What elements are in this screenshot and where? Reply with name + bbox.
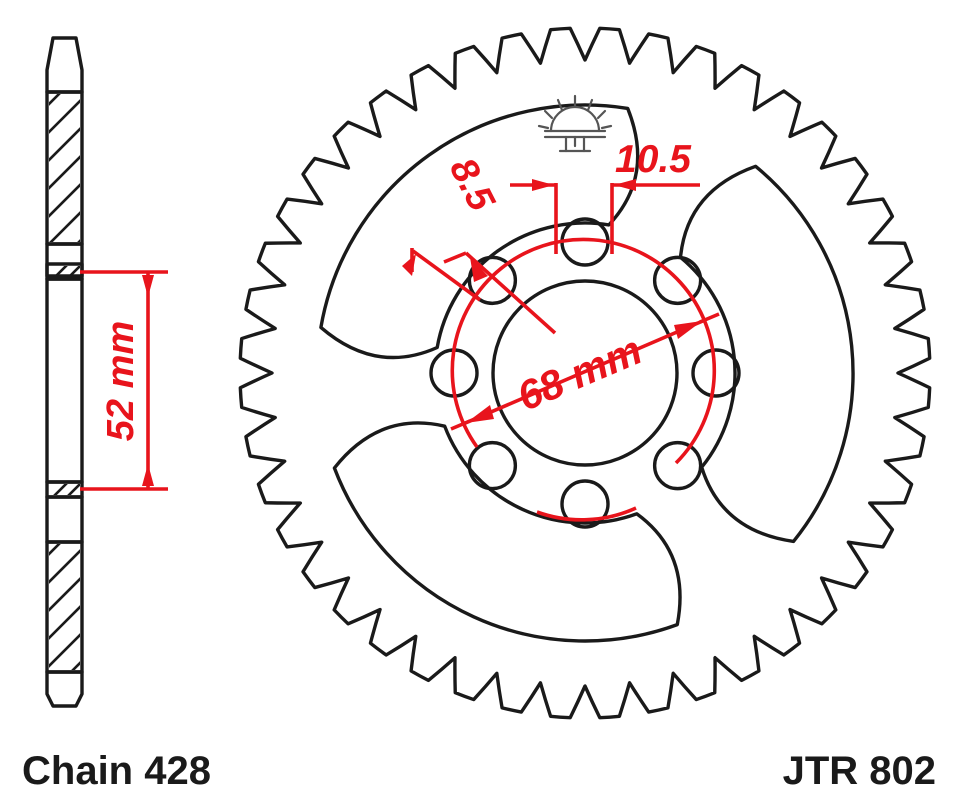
dim-stub-68-right — [699, 312, 720, 324]
center-bore — [491, 279, 679, 467]
sprocket-teeth-outline — [238, 26, 932, 720]
arrow-bottom-52 — [142, 464, 154, 486]
surface-finish-icon — [537, 94, 613, 153]
part-number-caption: JTR 802 — [783, 749, 936, 793]
bolt-hole-6 — [467, 440, 518, 491]
leader-tail-8p5 — [443, 251, 467, 264]
leader-line-8p5-b — [411, 249, 482, 302]
bolt-circle-arc — [450, 237, 717, 465]
bolt-hole-5 — [560, 479, 610, 529]
leader-line-8p5 — [464, 251, 557, 335]
bolt-holes-group — [429, 217, 741, 529]
dim-line-68 — [462, 318, 706, 426]
dim-label-52mm: 52 mm — [100, 321, 142, 441]
spoke-cutout-1 — [319, 103, 640, 360]
side-view — [45, 36, 84, 708]
dim-label-8p5: 8.5 — [441, 151, 503, 218]
front-view — [238, 26, 932, 720]
dim-label-10p5: 10.5 — [615, 138, 692, 181]
bolt-hole-4 — [652, 440, 703, 491]
bolt-hole-3 — [691, 348, 741, 398]
side-tooth-bottom — [45, 670, 84, 708]
bolt-hole-2 — [652, 255, 703, 306]
spoke-cutout-3 — [332, 421, 682, 643]
chain-caption: Chain 428 — [22, 749, 211, 793]
arrow-68-right — [674, 321, 702, 339]
arrow-10p5-left — [532, 179, 554, 191]
arrow-8p5 — [470, 257, 488, 282]
arrow-top-52 — [142, 275, 154, 297]
arrow-10p5-right — [614, 179, 636, 191]
dim-label-68mm: 68 mm — [511, 327, 649, 420]
bolt-circle-arc-bottom — [536, 506, 637, 522]
side-web-upper — [45, 242, 84, 278]
arrow-8p5-b — [402, 254, 416, 276]
arrow-68-left — [466, 405, 494, 423]
dim-stub-68-left — [450, 419, 471, 431]
bolt-hole-8 — [467, 255, 518, 306]
dimension-thickness-52mm: 52 mm — [80, 270, 168, 491]
